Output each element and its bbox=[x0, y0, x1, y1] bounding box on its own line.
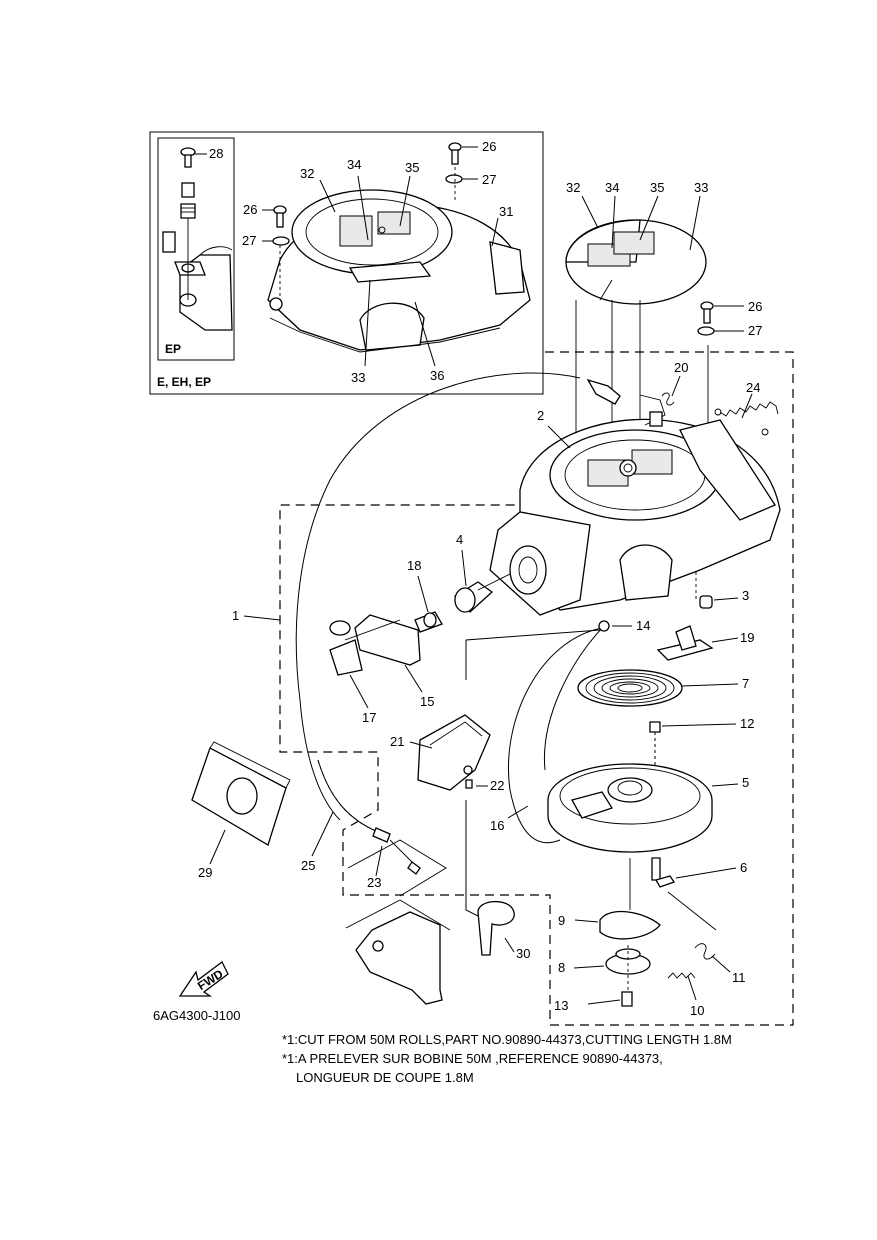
decal-set bbox=[565, 195, 707, 305]
inset-variant-box: EP E, EH, EP 28 bbox=[149, 131, 544, 395]
part-label-10: 10 bbox=[690, 1003, 704, 1018]
part-label-34: 34 bbox=[605, 180, 619, 195]
footnotes: *1:CUT FROM 50M ROLLS,PART NO.90890-4437… bbox=[282, 1030, 732, 1087]
part-label-13: 13 bbox=[554, 998, 568, 1013]
part-label-12: 12 bbox=[740, 716, 754, 731]
part-label-36: 36 bbox=[430, 368, 444, 383]
part-label-23: 23 bbox=[367, 875, 381, 890]
part-label-11: 11 bbox=[732, 970, 746, 985]
diagram-code: 6AG4300-J100 bbox=[153, 1008, 241, 1023]
part-label-15: 15 bbox=[420, 694, 434, 709]
part-label-8: 8 bbox=[558, 960, 565, 975]
part-label-18: 18 bbox=[407, 558, 421, 573]
part-label-33-inset: 33 bbox=[351, 370, 365, 385]
part-label-26: 26 bbox=[748, 299, 762, 314]
starter-handle-assembly bbox=[329, 573, 511, 676]
part-label-27-inset-right: 27 bbox=[482, 172, 496, 187]
fwd-arrow: FWD bbox=[178, 961, 229, 997]
part-label-16: 16 bbox=[490, 818, 504, 833]
part-label-32-inset: 32 bbox=[300, 166, 314, 181]
part-label-24: 24 bbox=[746, 380, 760, 395]
part-label-1: 1 bbox=[232, 608, 239, 623]
assembly-boundary bbox=[279, 351, 794, 1026]
part-label-33: 33 bbox=[694, 180, 708, 195]
starter-case bbox=[489, 394, 781, 616]
part-label-4: 4 bbox=[456, 532, 463, 547]
inset-starter-cover bbox=[267, 189, 531, 353]
bottom-bracket bbox=[345, 899, 451, 1005]
part-label-30: 30 bbox=[516, 946, 530, 961]
part-label-5: 5 bbox=[742, 775, 749, 790]
part-label-29: 29 bbox=[198, 865, 212, 880]
footnote-french: *1:A PRELEVER SUR BOBINE 50M ,REFERENCE … bbox=[282, 1051, 663, 1066]
link-clip-30 bbox=[477, 901, 515, 956]
part-label-17: 17 bbox=[362, 710, 376, 725]
part-label-6: 6 bbox=[740, 860, 747, 875]
spring-24 bbox=[719, 401, 779, 417]
part-label-28: 28 bbox=[209, 146, 223, 161]
ep-bracket-detail bbox=[162, 147, 233, 331]
part-label-22: 22 bbox=[490, 778, 504, 793]
ep-label: EP bbox=[165, 342, 181, 356]
part-label-25: 25 bbox=[301, 858, 315, 873]
cover-plate-29 bbox=[191, 741, 291, 846]
spring-10 bbox=[667, 972, 696, 979]
part-label-34-inset: 34 bbox=[347, 157, 361, 172]
cable-16 bbox=[508, 627, 603, 844]
part-label-19: 19 bbox=[740, 630, 754, 645]
variants-label: E, EH, EP bbox=[157, 375, 211, 389]
footnote-english: *1:CUT FROM 50M ROLLS,PART NO.90890-4437… bbox=[282, 1032, 732, 1047]
part-label-7: 7 bbox=[742, 676, 749, 691]
lever-bracket-21 bbox=[417, 714, 491, 791]
part-label-35: 35 bbox=[650, 180, 664, 195]
part-label-14: 14 bbox=[636, 618, 650, 633]
friction-plate-9 bbox=[599, 910, 661, 940]
part-label-21: 21 bbox=[390, 734, 404, 749]
recoil-spring-7 bbox=[577, 669, 683, 707]
starter-cable bbox=[295, 372, 581, 821]
part-label-31: 31 bbox=[499, 204, 513, 219]
part-label-3: 3 bbox=[742, 588, 749, 603]
part-label-35-inset: 35 bbox=[405, 160, 419, 175]
part-label-26-inset-right: 26 bbox=[482, 139, 496, 154]
footnote-french-continued: LONGUEUR DE COUPE 1.8M bbox=[296, 1070, 474, 1085]
part-label-32: 32 bbox=[566, 180, 580, 195]
pulley-5 bbox=[547, 763, 713, 853]
part-label-20: 20 bbox=[674, 360, 688, 375]
part-label-9: 9 bbox=[558, 913, 565, 928]
part-label-26-inset-left: 26 bbox=[243, 202, 257, 217]
part-label-27-inset-left: 27 bbox=[242, 233, 256, 248]
part-label-2: 2 bbox=[537, 408, 544, 423]
part-label-27: 27 bbox=[748, 323, 762, 338]
